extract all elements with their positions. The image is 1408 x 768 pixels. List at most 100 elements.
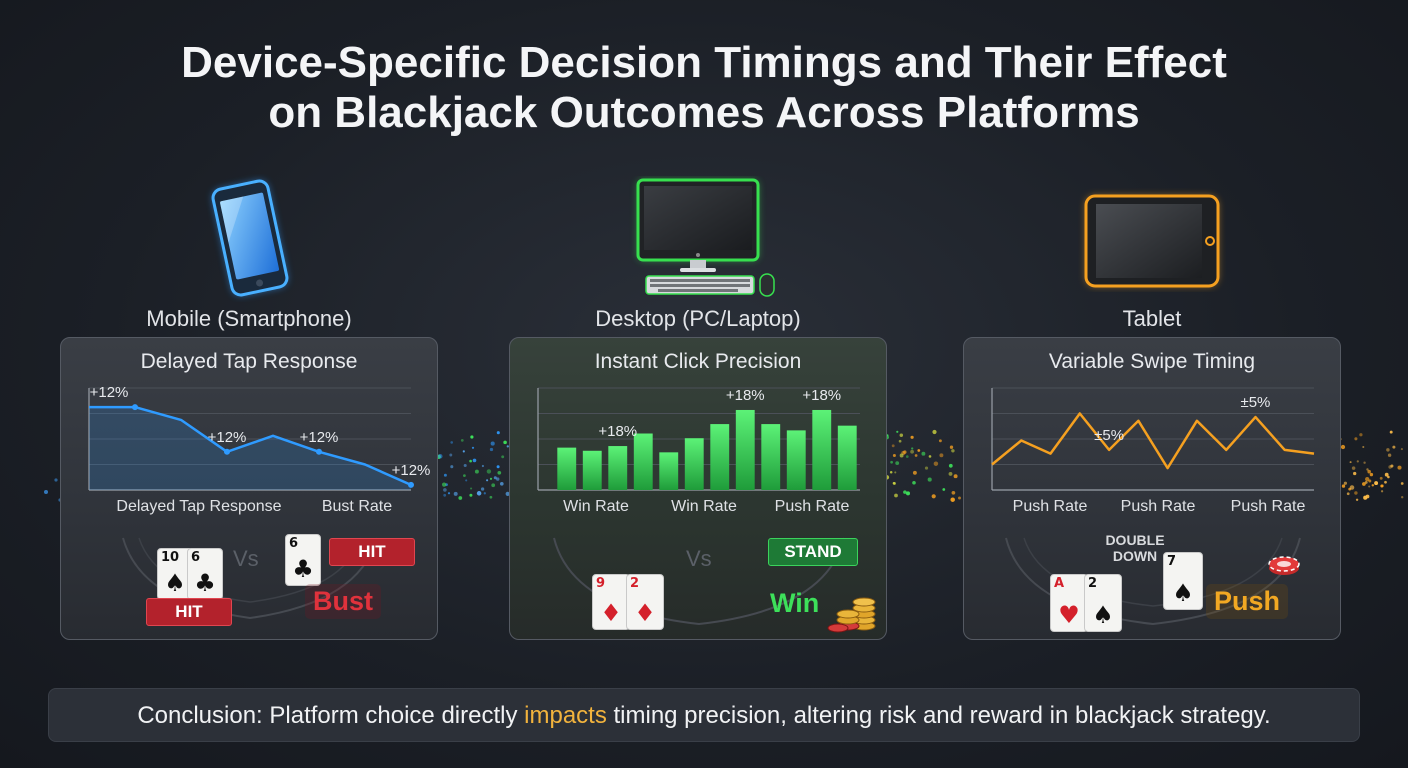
dot — [1340, 444, 1346, 450]
data-label: +12% — [208, 429, 247, 446]
conclusion-text-start: Conclusion: Platform choice directly — [137, 702, 525, 729]
dot — [450, 465, 454, 469]
data-label: +18% — [598, 423, 637, 440]
x-tick-label: Push Rate — [775, 498, 850, 515]
dot — [1363, 461, 1366, 464]
card-suit: ♣ — [292, 555, 314, 583]
card-suit: ♠ — [1092, 601, 1114, 629]
dot — [438, 454, 442, 460]
dot — [1368, 485, 1371, 488]
conclusion-text-end: timing precision, altering risk and rewa… — [606, 702, 1271, 729]
bar — [786, 430, 806, 490]
dot — [1397, 465, 1402, 470]
page-title: Device-Specific Decision Timings and The… — [0, 38, 1408, 138]
device-label-tablet: Tablet — [1122, 306, 1182, 331]
dot — [1390, 464, 1394, 468]
dot — [1380, 490, 1384, 493]
panel-mobile: Delayed Tap Response +12%+12%+12%+12%Del… — [60, 337, 438, 640]
dot — [1384, 480, 1387, 484]
blackjack-table-tablet: DOUBLE DOWN A ♥ 2 ♠ 7 ♠ Push — [964, 528, 1340, 639]
dot — [914, 454, 918, 457]
dot — [499, 481, 504, 486]
dot — [443, 473, 447, 477]
card-rank: 6 — [191, 550, 201, 565]
card-suit: ♠ — [164, 569, 186, 597]
dot — [890, 460, 893, 464]
playing-card: 2 ♦ — [626, 574, 664, 630]
dot — [493, 476, 497, 480]
dot — [447, 492, 451, 495]
bar — [812, 409, 832, 490]
dot — [950, 497, 955, 502]
card-rank: 7 — [1167, 554, 1177, 569]
table-arc — [1005, 537, 1301, 626]
area-fill — [89, 407, 411, 490]
action-badge-hit: HIT — [329, 538, 415, 566]
dot — [472, 458, 477, 463]
vs-label: Vs — [233, 546, 259, 571]
dot — [932, 429, 937, 435]
card-rank: 9 — [596, 576, 606, 591]
dot — [1359, 433, 1363, 437]
dot — [496, 431, 500, 435]
dot — [491, 483, 496, 488]
dot — [917, 449, 921, 452]
dot — [445, 483, 448, 487]
conclusion-banner: Conclusion: Platform choice directly imp… — [48, 688, 1360, 742]
dot — [910, 435, 914, 439]
dot — [471, 446, 475, 449]
dot — [1401, 496, 1404, 499]
double-down-line-1: DOUBLE — [1105, 532, 1165, 548]
bar — [582, 450, 602, 490]
title-line-2: on Blackjack Outcomes Across Platforms — [268, 88, 1140, 137]
dot — [469, 459, 472, 463]
data-label: +12% — [90, 384, 129, 401]
dot — [1371, 484, 1375, 487]
dot — [486, 469, 492, 474]
data-label: ±5% — [1240, 394, 1270, 411]
playing-card: 9 ♦ — [592, 574, 630, 630]
chart-title-desktop: Instant Click Precision — [594, 350, 802, 373]
outcome-label: Win — [770, 588, 820, 618]
bar — [761, 424, 781, 490]
dot — [1346, 492, 1350, 496]
dot — [931, 494, 936, 499]
dot — [462, 450, 465, 453]
card-rank: A — [1054, 576, 1065, 591]
dot-stream-center-left — [438, 431, 510, 500]
dot — [911, 447, 914, 450]
x-tick-label: Delayed Tap Response — [116, 498, 281, 515]
dot — [1388, 465, 1392, 469]
dot — [892, 481, 896, 485]
dot — [1368, 479, 1372, 483]
dot — [1379, 476, 1383, 480]
dot — [489, 447, 494, 452]
double-down-line-2: DOWN — [1112, 548, 1158, 564]
dot — [912, 470, 917, 475]
dot — [1362, 445, 1365, 449]
dot — [895, 461, 900, 466]
dot — [470, 487, 473, 490]
dot — [1374, 481, 1379, 486]
dot — [1389, 430, 1393, 434]
dot — [450, 441, 454, 444]
card-suit: ♥ — [1058, 601, 1080, 629]
dot — [480, 487, 485, 491]
playing-card: 6 ♣ — [285, 534, 321, 586]
dot — [1349, 461, 1352, 464]
dot — [927, 477, 932, 482]
dot — [892, 481, 896, 485]
dot — [951, 449, 955, 453]
bar — [710, 424, 730, 490]
card-rank: 2 — [630, 576, 640, 591]
dot — [489, 495, 493, 499]
dot — [1365, 476, 1370, 482]
dot — [933, 461, 939, 466]
bar — [659, 452, 679, 490]
dot — [1354, 437, 1358, 441]
dot — [470, 435, 474, 439]
dot — [889, 470, 893, 474]
dot — [949, 445, 954, 449]
